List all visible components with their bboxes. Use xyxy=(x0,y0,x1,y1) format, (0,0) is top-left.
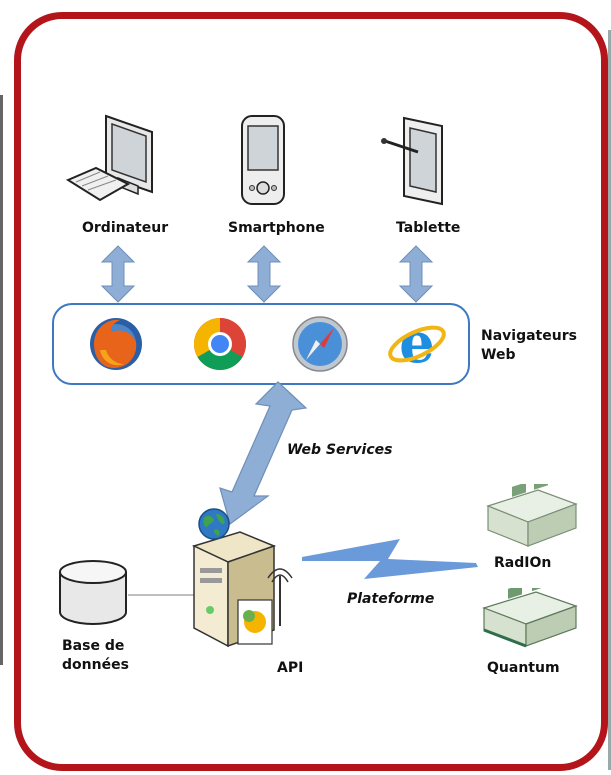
arrow-web-services xyxy=(219,381,308,525)
label-radion: RadIOn xyxy=(494,555,552,571)
label-api: API xyxy=(277,660,304,676)
arrow-smartphone-navigateurs xyxy=(246,245,282,303)
arrow-ordinateur-navigateurs xyxy=(100,245,136,303)
internet-explorer-icon: e xyxy=(388,312,446,374)
label-navigateurs-line1: Navigateurs xyxy=(481,328,577,344)
firefox-icon xyxy=(90,318,142,370)
label-plateforme: Plateforme xyxy=(347,591,435,607)
database-connector-line xyxy=(128,594,198,596)
quantum-device-icon xyxy=(482,588,578,648)
label-smartphone: Smartphone xyxy=(228,220,325,236)
label-base-line2: données xyxy=(62,657,129,673)
safari-icon xyxy=(292,316,348,372)
label-ordinateur: Ordinateur xyxy=(82,220,169,236)
smartphone-icon xyxy=(241,115,285,205)
label-base-line1: Base de xyxy=(62,638,125,654)
label-web-services: Web Services xyxy=(287,442,393,458)
label-quantum: Quantum xyxy=(487,660,560,676)
label-tablette: Tablette xyxy=(396,220,461,236)
label-navigateurs-line2: Web xyxy=(481,347,516,363)
right-edge-line xyxy=(608,30,611,770)
chrome-icon xyxy=(194,318,246,370)
server-icon xyxy=(191,531,293,648)
radion-device-icon xyxy=(486,484,578,547)
tablet-icon xyxy=(381,116,443,206)
left-edge-line xyxy=(0,95,3,665)
arrow-tablette-navigateurs xyxy=(398,245,434,303)
database-icon xyxy=(59,560,127,625)
globe-icon xyxy=(198,508,230,540)
computer-icon xyxy=(66,114,153,202)
platform-connection-zigzag xyxy=(302,539,478,579)
svg-text:e: e xyxy=(399,312,435,374)
